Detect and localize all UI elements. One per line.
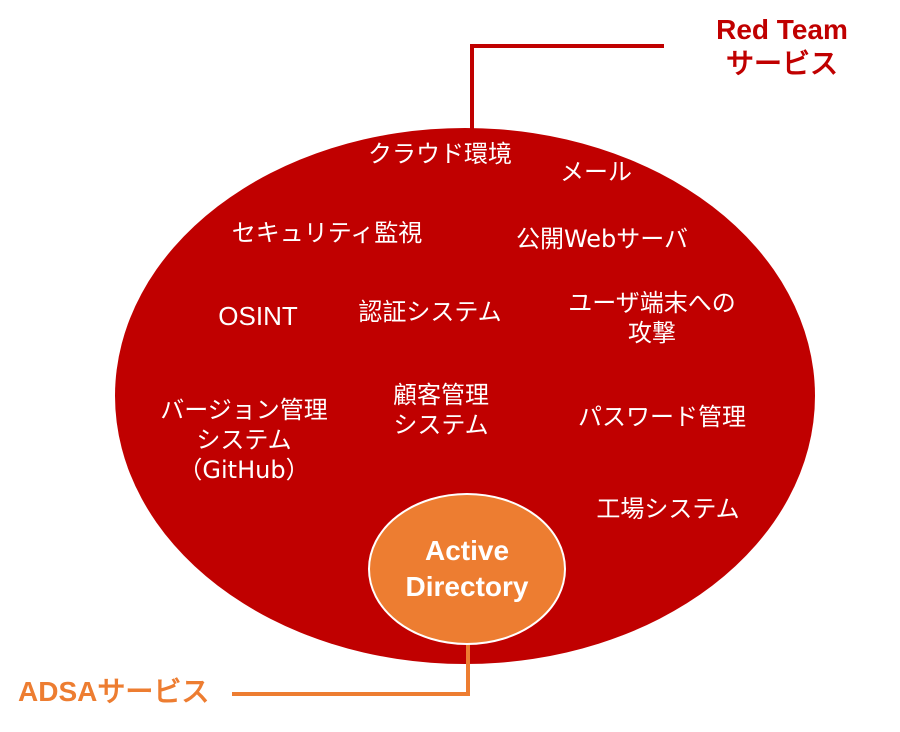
- red-team-scope-circle: [115, 128, 815, 664]
- target-password-label: パスワード管理: [578, 403, 746, 431]
- target-crm-line2: システム: [393, 411, 489, 439]
- target-public-web-label: 公開Webサーバ: [515, 225, 689, 253]
- red-team-callout-line: [470, 44, 664, 150]
- target-version-control-line3: （GitHub）: [178, 456, 310, 484]
- target-version-control-line1: バージョン管理: [160, 396, 328, 424]
- target-user-terminal-label: ユーザ端末への 攻撃: [568, 288, 736, 348]
- target-version-control-label: バージョン管理 システム （GitHub）: [160, 395, 328, 485]
- active-directory-line2: Directory: [405, 571, 529, 602]
- target-user-terminal-line2: 攻撃: [628, 319, 676, 347]
- target-auth-label: 認証システム: [358, 298, 502, 326]
- adsa-service-label: ADSAサービス: [18, 676, 210, 707]
- target-crm-line1: 顧客管理: [393, 381, 489, 409]
- target-osint-label: OSINT: [218, 301, 298, 331]
- target-user-terminal-line1: ユーザ端末への: [568, 289, 736, 317]
- target-cloud-label: クラウド環境: [368, 140, 512, 168]
- active-directory-label: Active Directory: [406, 533, 529, 605]
- target-version-control-line2: システム: [196, 426, 292, 454]
- target-crm-label: 顧客管理 システム: [393, 380, 489, 440]
- red-team-service-label: Red Team サービス: [716, 13, 848, 81]
- adsa-callout-line: [232, 640, 470, 696]
- active-directory-circle: [368, 493, 566, 645]
- target-factory-label: 工場システム: [596, 495, 740, 523]
- red-team-line1: Red Team: [716, 14, 848, 45]
- target-mail-label: メール: [560, 158, 632, 186]
- red-team-line2: サービス: [725, 48, 838, 79]
- active-directory-line1: Active: [424, 535, 510, 566]
- target-security-monitoring-label: セキュリティ監視: [231, 219, 423, 247]
